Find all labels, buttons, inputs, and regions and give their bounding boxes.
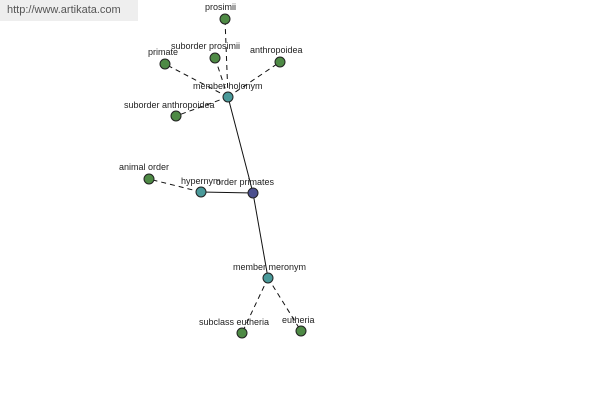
label-order-primates: order primates xyxy=(216,177,275,187)
label-primate: primate xyxy=(148,47,178,57)
edge-holonym-prosimii xyxy=(224,18,229,98)
watermark-url[interactable]: http://www.artikata.com xyxy=(0,0,138,21)
node-eutheria[interactable] xyxy=(295,325,307,337)
label-suborder-anthropoidea: suborder anthropoidea xyxy=(124,100,215,110)
label-animal-order: animal order xyxy=(119,162,169,172)
label-suborder-prosimii: suborder prosimii xyxy=(171,41,240,51)
edge-center-member-meronym xyxy=(252,192,269,279)
node-animal-order[interactable] xyxy=(143,173,155,185)
node-subclass-eutheria[interactable] xyxy=(236,327,248,339)
label-eutheria: eutheria xyxy=(282,315,315,325)
label-member-holonym: member holonym xyxy=(193,81,263,91)
label-subclass-eutheria: subclass eutheria xyxy=(199,317,269,327)
label-hypernym: hypernym xyxy=(181,176,221,186)
edge-holonym-anthropoidea xyxy=(227,61,281,98)
label-prosimii: prosimii xyxy=(205,2,236,12)
node-suborder-anthropoidea[interactable] xyxy=(170,110,182,122)
edge-center-member-holonym xyxy=(227,96,254,194)
node-suborder-prosimii[interactable] xyxy=(209,52,221,64)
node-order-primates[interactable] xyxy=(247,187,259,199)
edge-holonym-primate xyxy=(164,63,229,98)
node-anthropoidea[interactable] xyxy=(274,56,286,68)
node-member-meronym[interactable] xyxy=(262,272,274,284)
edge-holonym-suborder-anthropoidea xyxy=(175,96,229,117)
node-primate[interactable] xyxy=(159,58,171,70)
edge-meronym-eutheria xyxy=(267,277,302,332)
edge-meronym-subclass-eutheria xyxy=(241,277,269,334)
edge-center-hypernym xyxy=(200,191,254,194)
node-prosimii[interactable] xyxy=(219,13,231,25)
node-hypernym[interactable] xyxy=(195,186,207,198)
label-member-meronym: member meronym xyxy=(233,262,306,272)
label-anthropoidea: anthropoidea xyxy=(250,45,303,55)
node-member-holonym[interactable] xyxy=(222,91,234,103)
edge-holonym-suborder-prosimii xyxy=(214,57,229,98)
